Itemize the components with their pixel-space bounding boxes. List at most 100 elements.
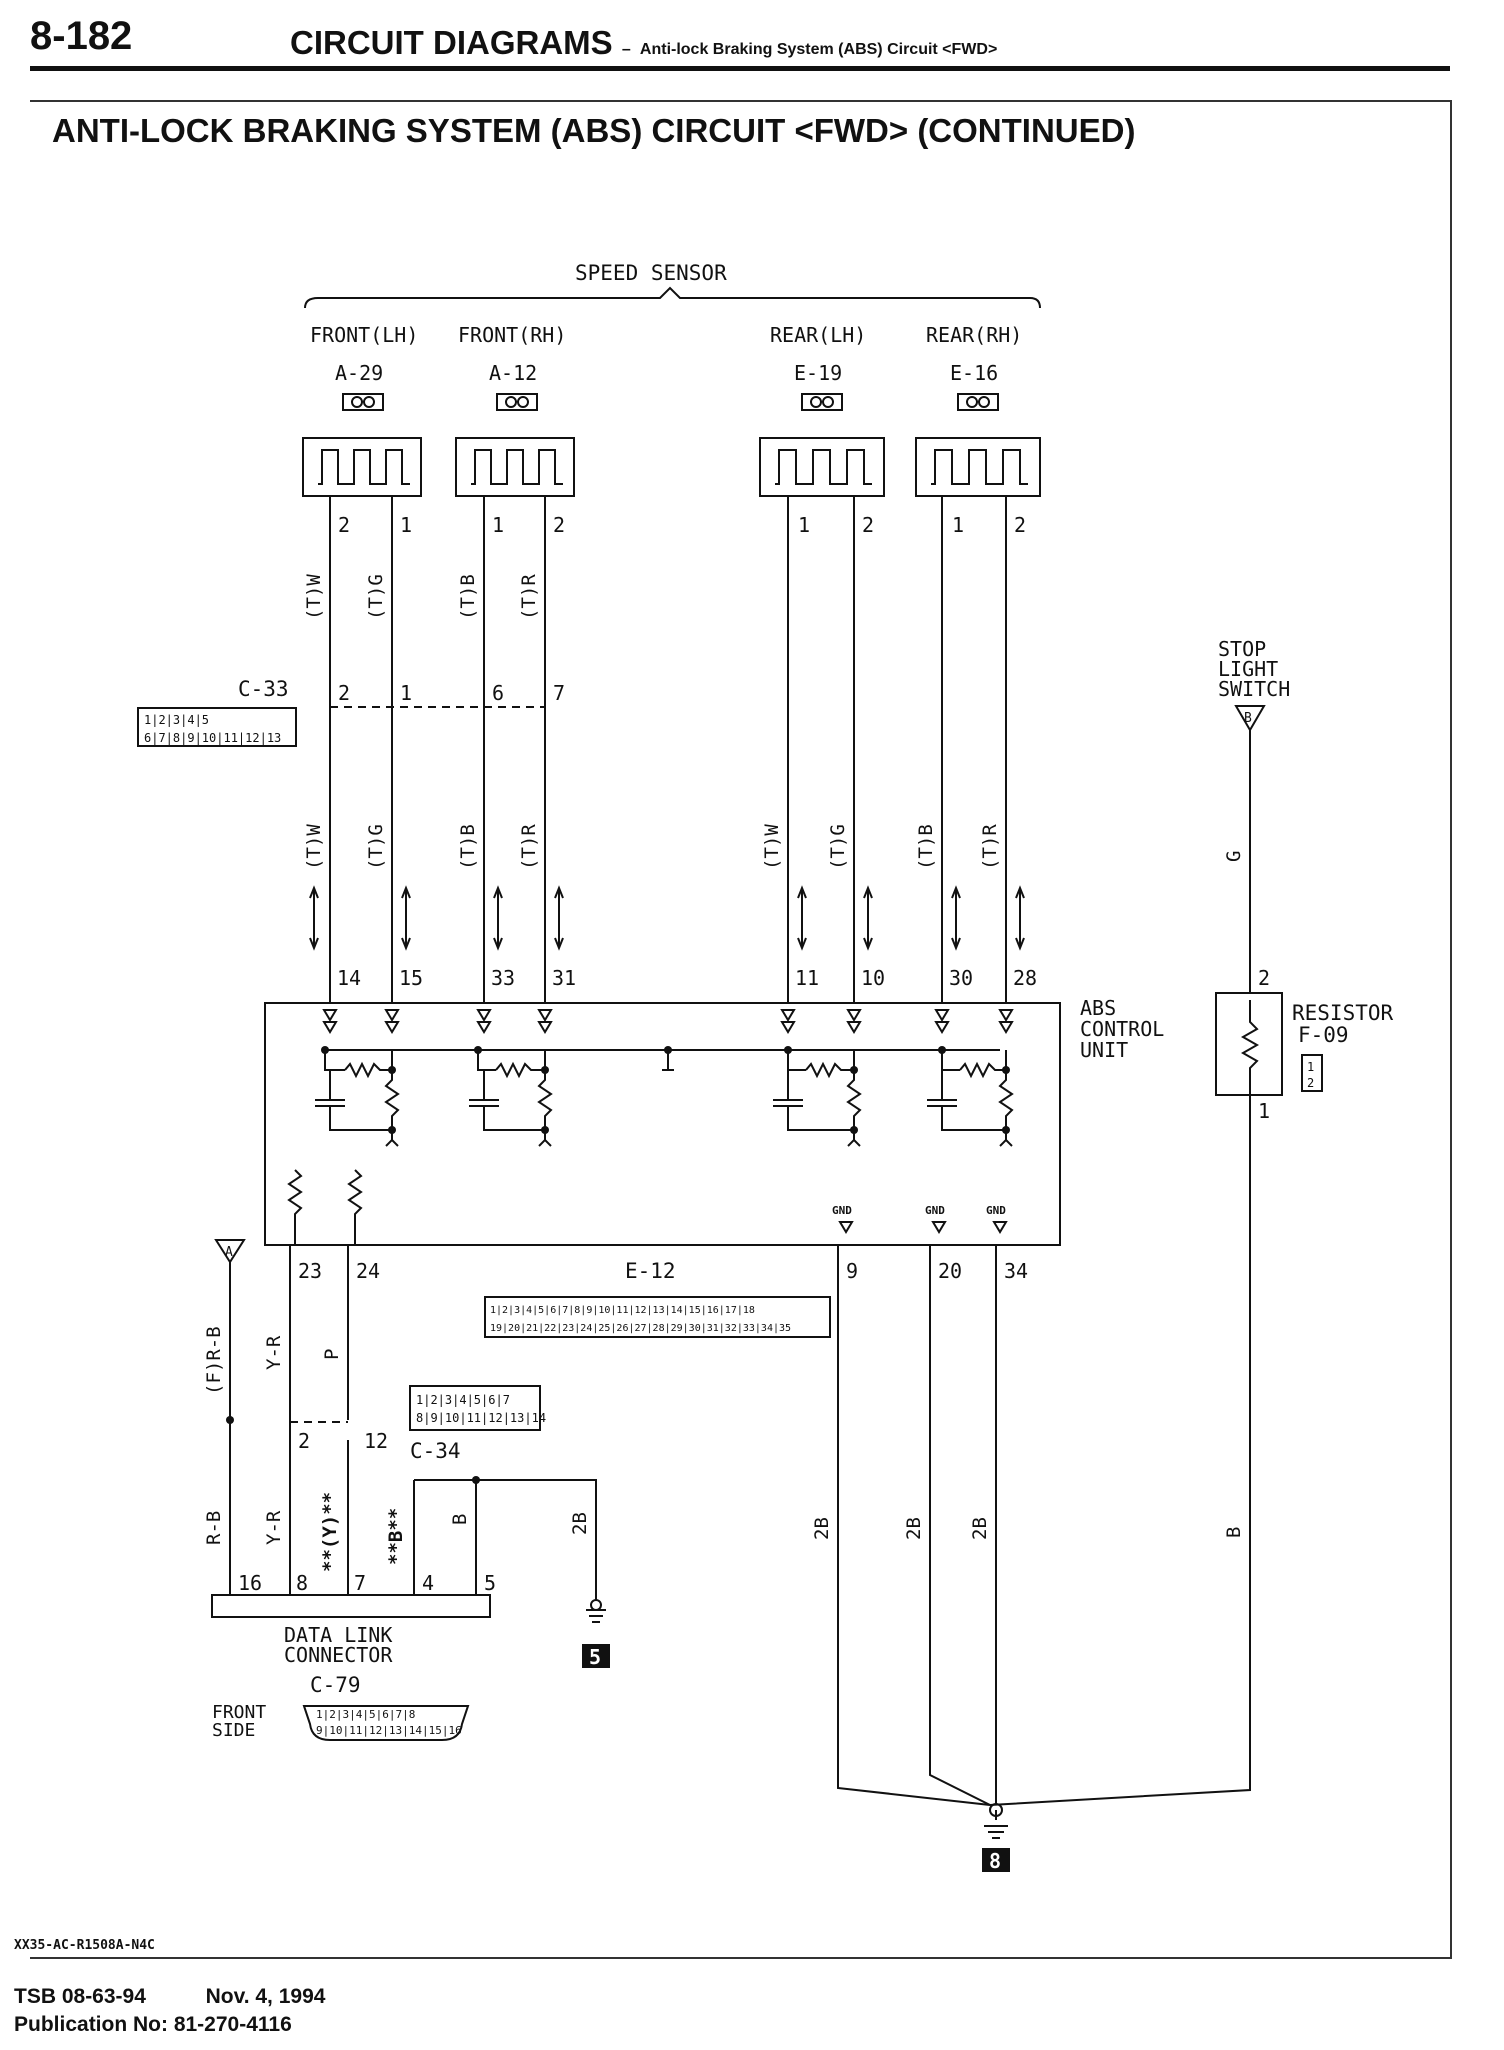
ecu-pin-marker bbox=[322, 1009, 338, 1034]
resistor-grid-cell: 2 bbox=[1307, 1076, 1314, 1090]
wire-color-label: Y-R bbox=[263, 1335, 285, 1370]
c33-grid-row: 6|7|8|9|10|11|12|13 bbox=[144, 731, 281, 745]
ecu-pin-label: 9 bbox=[846, 1259, 858, 1283]
dlc-grid-row: 1|2|3|4|5|6|7|8 bbox=[316, 1708, 415, 1721]
current-arrow bbox=[554, 885, 564, 951]
e12-connector-grid bbox=[484, 1296, 831, 1338]
wire-color-label: 2B bbox=[569, 1512, 591, 1535]
dlc-pin-label: 16 bbox=[238, 1571, 262, 1595]
wire-color-label: B bbox=[1223, 1527, 1245, 1538]
wire-color-label: 2B bbox=[903, 1517, 925, 1540]
wire-b bbox=[413, 1479, 597, 1595]
resistor-grid-cell: 1 bbox=[1307, 1060, 1314, 1074]
header-dash: – bbox=[621, 41, 631, 58]
pin-icon bbox=[810, 396, 822, 408]
resistor-label: RESISTOR bbox=[1292, 1001, 1394, 1025]
pin-icon bbox=[822, 396, 834, 408]
dlc-front-side-label: FRONT SIDE bbox=[212, 1702, 277, 1741]
header-rule bbox=[30, 66, 1450, 71]
ecu-pin-label: 20 bbox=[938, 1259, 962, 1283]
pin-icon bbox=[966, 396, 978, 408]
sensor-front-lh-body bbox=[302, 437, 422, 497]
ecu-pin-label: 14 bbox=[337, 966, 361, 990]
ecu-pin-label: 30 bbox=[949, 966, 973, 990]
speed-sensor-brace bbox=[304, 286, 1041, 309]
pin-label: 1 bbox=[492, 513, 504, 537]
c33-connector-grid bbox=[137, 707, 297, 747]
sensor-front-rh-body bbox=[455, 437, 575, 497]
c34-grid-row: 8|9|10|11|12|13|14 bbox=[416, 1411, 546, 1425]
pin-label: 2 bbox=[553, 513, 565, 537]
connector-icon bbox=[342, 393, 384, 411]
speed-sensor-label: SPEED SENSOR bbox=[575, 261, 727, 285]
current-arrow bbox=[797, 885, 807, 951]
ecu-pin-marker bbox=[780, 1009, 796, 1034]
junction-dot bbox=[1002, 1066, 1010, 1074]
ecu-label: ABS CONTROL UNIT bbox=[1080, 996, 1176, 1062]
sensor-waveform bbox=[318, 449, 410, 485]
wire-color-label: (T)G bbox=[827, 824, 849, 870]
ecu-pin-label: 15 bbox=[399, 966, 423, 990]
e12-grid-row: 19|20|21|22|23|24|25|26|27|28|29|30|31|3… bbox=[490, 1323, 791, 1334]
wire-color-label: P bbox=[321, 1349, 343, 1360]
gnd-marker bbox=[838, 1221, 854, 1234]
e12-grid-row: 1|2|3|4|5|6|7|8|9|10|11|12|13|14|15|16|1… bbox=[490, 1305, 755, 1316]
ecu-pin-marker bbox=[537, 1009, 553, 1034]
wire-color-label: (T)R bbox=[518, 824, 540, 870]
ground-8-label: 8 bbox=[989, 1849, 1001, 1873]
wire-color-label: (T)B bbox=[915, 824, 937, 870]
wire-b-resistor bbox=[989, 1095, 1251, 1806]
ecu-pin-label: 34 bbox=[1004, 1259, 1028, 1283]
wire-color-label: **(Y)** bbox=[319, 1492, 341, 1572]
wire-color-label: (T)G bbox=[365, 574, 387, 620]
c34-pin-label: 2 bbox=[298, 1429, 310, 1453]
ecu-pin-marker bbox=[998, 1009, 1014, 1034]
ground-8-badge bbox=[982, 1848, 1010, 1872]
ecu-internal-circuit bbox=[315, 1050, 400, 1147]
c34-pin-label: 12 bbox=[364, 1429, 388, 1453]
connector-icon bbox=[801, 393, 843, 411]
ecu-pin-label: 11 bbox=[795, 966, 819, 990]
junction-dot bbox=[850, 1126, 858, 1134]
wire-color-label: (T)W bbox=[761, 824, 783, 870]
page-header: CIRCUIT DIAGRAMS – Anti-lock Braking Sys… bbox=[290, 24, 997, 62]
dlc-grid-row: 9|10|11|12|13|14|15|16 bbox=[316, 1724, 462, 1737]
junction-dot bbox=[664, 1046, 672, 1054]
wire-color-label: **B** bbox=[385, 1508, 407, 1565]
sensor-rear-lh-body bbox=[759, 437, 885, 497]
sensor-waveform bbox=[471, 449, 563, 485]
sensor-rear-rh-label: REAR(RH) bbox=[926, 323, 1022, 347]
ecu-internal-resistor bbox=[347, 1169, 363, 1245]
ecu-pin-marker bbox=[846, 1009, 862, 1034]
c34-grid-row: 1|2|3|4|5|6|7 bbox=[416, 1393, 510, 1407]
marker-a-label: A bbox=[225, 1245, 233, 1260]
pin-icon bbox=[363, 396, 375, 408]
connector-icon bbox=[957, 393, 999, 411]
junction-dot bbox=[784, 1046, 792, 1054]
pin-label: 1 bbox=[400, 513, 412, 537]
ecu-internal-resistor bbox=[287, 1169, 303, 1245]
pin-icon bbox=[517, 396, 529, 408]
ground-8-ring bbox=[989, 1803, 1003, 1817]
connector-a12-label: A-12 bbox=[489, 361, 537, 385]
junction-dot bbox=[388, 1066, 396, 1074]
dlc-pin-label: 7 bbox=[354, 1571, 366, 1595]
footer-date: Nov. 4, 1994 bbox=[205, 1985, 326, 2008]
ground-5-label: 5 bbox=[589, 1645, 601, 1669]
section-title: ANTI-LOCK BRAKING SYSTEM (ABS) CIRCUIT <… bbox=[52, 112, 1136, 149]
current-arrow bbox=[863, 885, 873, 951]
ecu-internal-circuit bbox=[927, 1050, 1014, 1147]
resistor-element bbox=[1240, 1000, 1260, 1095]
gnd-label: GND bbox=[925, 1204, 945, 1217]
junction-dot bbox=[472, 1476, 480, 1484]
ground-5-badge bbox=[582, 1644, 610, 1668]
junction-dot bbox=[321, 1046, 329, 1054]
gnd-marker bbox=[931, 1221, 947, 1234]
ecu-pin-marker bbox=[934, 1009, 950, 1034]
gnd-marker bbox=[992, 1221, 1008, 1234]
resistor-connector-icon bbox=[1301, 1054, 1323, 1092]
current-arrow bbox=[401, 885, 411, 951]
current-arrow bbox=[493, 885, 503, 951]
sensor-front-rh-label: FRONT(RH) bbox=[458, 323, 566, 347]
dlc-pin-label: 8 bbox=[296, 1571, 308, 1595]
